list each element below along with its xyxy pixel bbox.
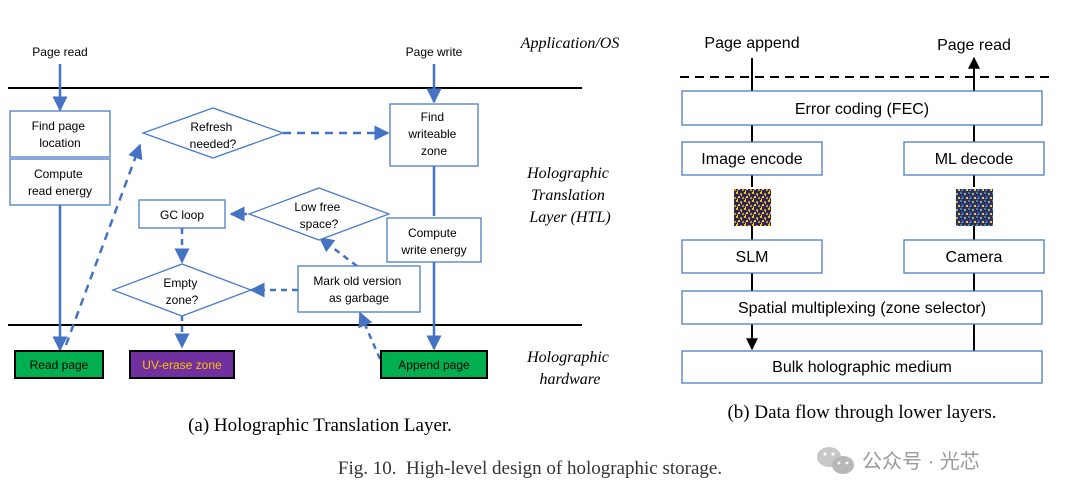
- slm-box: SLM: [681, 239, 823, 274]
- find-writeable-zone-box: Find writeable zone: [389, 103, 479, 167]
- encoded-page-pattern-image: [734, 189, 771, 226]
- append-page-label: Append page: [398, 358, 470, 372]
- spatial-multiplexing-box: Spatial multiplexing (zone selector): [681, 290, 1043, 325]
- page-append-label: Page append: [704, 35, 799, 52]
- uv-erase-zone-label: UV-erase zone: [142, 358, 222, 372]
- page-read-label: Page read: [32, 45, 87, 59]
- svg-text:Empty zone?: Empty zone?: [163, 276, 200, 307]
- hardware-label-line-2: hardware: [539, 371, 600, 388]
- refresh-needed-line-2: needed?: [190, 137, 237, 151]
- captured-page-pattern-image: [956, 189, 993, 226]
- ml-decode-label: ML decode: [935, 151, 1014, 168]
- slm-label: SLM: [736, 249, 769, 266]
- bulk-medium-label: Bulk holographic medium: [772, 359, 952, 376]
- read-to-refresh-dashed-arrow: [64, 143, 143, 346]
- spatial-multiplexing-label: Spatial multiplexing (zone selector): [738, 300, 986, 317]
- gc-loop-box: GC loop: [138, 199, 226, 229]
- empty-zone-diamond: Empty zone?: [111, 263, 253, 317]
- mark-old-version-line-1: Mark old version: [313, 274, 401, 288]
- svg-text:Low free space?: Low free space?: [294, 200, 343, 231]
- append-page-box: Append page: [380, 350, 488, 379]
- empty-zone-line-2: zone?: [166, 293, 199, 307]
- htl-label-line-1: Holographic: [526, 165, 609, 182]
- panel-b: Page append Page read Error coding (FEC)…: [680, 35, 1050, 423]
- camera-box: Camera: [903, 239, 1045, 274]
- camera-label: Camera: [946, 249, 1003, 266]
- low-free-space-diamond: Low free space?: [247, 187, 391, 241]
- gc-loop-label: GC loop: [160, 208, 204, 222]
- mark-old-version-box: Mark old version as garbage: [297, 265, 421, 313]
- compute-read-energy-line-2: read energy: [28, 184, 92, 198]
- find-page-location-box: Find page location: [9, 110, 111, 158]
- compute-write-energy-line-2: write energy: [400, 243, 466, 257]
- uv-erase-zone-box: UV-erase zone: [129, 350, 235, 379]
- refresh-needed-line-1: Refresh: [190, 120, 232, 134]
- error-coding-box: Error coding (FEC): [681, 90, 1043, 126]
- page-read-b-label: Page read: [937, 37, 1011, 54]
- htl-label: Holographic Translation Layer (HTL): [526, 165, 613, 226]
- svg-text:Mark old version as ga: Mark old version as garbage: [313, 274, 404, 305]
- read-page-box: Read page: [14, 350, 104, 379]
- wechat-icon: [817, 447, 854, 474]
- find-page-location-line-2: location: [39, 136, 80, 150]
- find-writeable-zone-line-1: Find: [421, 110, 444, 124]
- read-page-label: Read page: [30, 358, 89, 372]
- append-to-mark-dashed-arrow: [358, 311, 382, 360]
- application-os-label: Application/OS: [520, 35, 620, 52]
- panel-b-caption: (b) Data flow through lower layers.: [727, 402, 996, 423]
- svg-text:Compute write energy: Compute write energy: [400, 226, 466, 257]
- panel-a-caption: (a) Holographic Translation Layer.: [188, 415, 452, 436]
- hardware-label-line-1: Holographic: [526, 349, 609, 366]
- compute-write-energy-line-1: Compute: [408, 226, 457, 240]
- find-writeable-zone-line-2: writeable: [407, 127, 456, 141]
- empty-zone-line-1: Empty: [163, 276, 197, 290]
- image-encode-label: Image encode: [701, 151, 803, 168]
- mark-to-lowfree-dashed-arrow: [318, 237, 358, 267]
- mark-old-version-line-2: as garbage: [329, 291, 389, 305]
- low-free-space-line-1: Low free: [294, 200, 340, 214]
- compute-read-energy-line-1: Compute: [34, 167, 83, 181]
- find-page-location-line-1: Find page: [32, 119, 86, 133]
- panel-a: Page read Page write Find page location: [8, 45, 582, 436]
- wechat-watermark: 公众号 · 光芯: [817, 447, 980, 474]
- ml-decode-box: ML decode: [903, 141, 1045, 176]
- low-free-space-line-2: space?: [300, 217, 339, 231]
- bulk-medium-box: Bulk holographic medium: [681, 350, 1043, 384]
- page-write-label: Page write: [406, 45, 463, 59]
- error-coding-label: Error coding (FEC): [795, 101, 929, 118]
- hardware-label: Holographic hardware: [526, 349, 613, 388]
- svg-text:Refresh needed?: Refresh needed?: [190, 120, 237, 151]
- htl-label-line-3: Layer (HTL): [528, 209, 610, 226]
- htl-label-line-2: Translation: [531, 187, 605, 204]
- image-encode-box: Image encode: [681, 141, 823, 176]
- svg-text:Compute read energy: Compute read energy: [28, 167, 92, 198]
- find-writeable-zone-line-3: zone: [421, 144, 447, 158]
- svg-text:Find writeable: Find writeable zone: [407, 110, 459, 158]
- compute-write-energy-box: Compute write energy: [386, 217, 482, 263]
- svg-text:Find page location: Find page location: [32, 119, 89, 150]
- figure-caption: Fig. 10. High-level design of holographi…: [338, 458, 722, 479]
- layer-labels: Application/OS Holographic Translation L…: [520, 35, 620, 388]
- refresh-needed-diamond: Refresh needed?: [141, 107, 285, 159]
- compute-read-energy-box: Compute read energy: [9, 158, 111, 206]
- watermark-text: 公众号 · 光芯: [862, 450, 980, 473]
